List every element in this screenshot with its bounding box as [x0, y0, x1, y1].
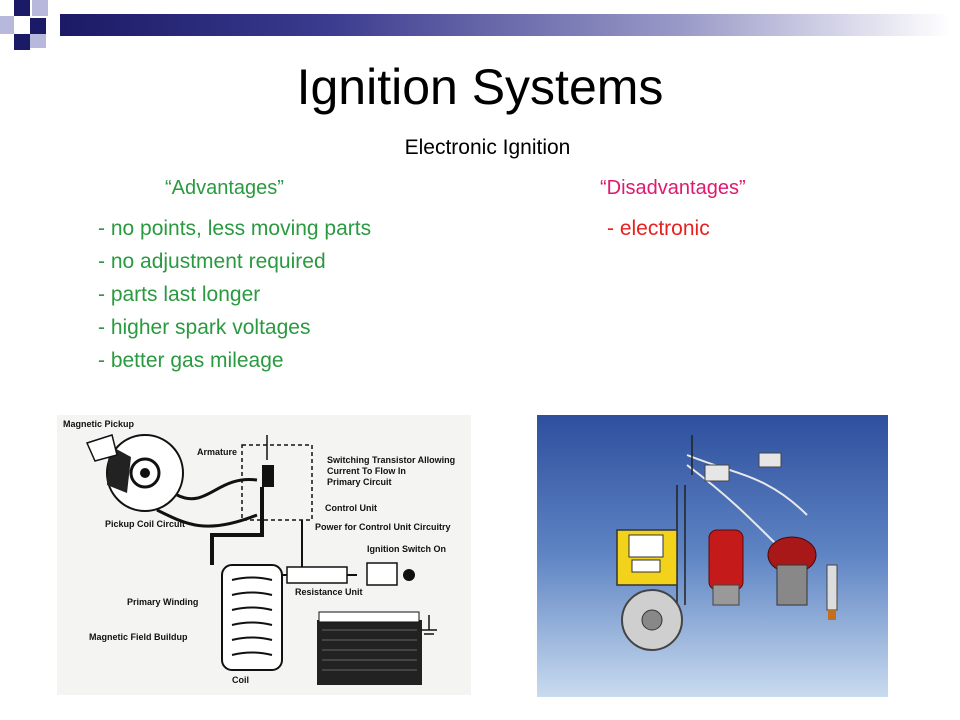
label-resistance-unit: Resistance Unit — [295, 587, 363, 597]
list-item: - parts last longer — [98, 283, 261, 306]
advantages-heading: “Advantages” — [165, 177, 284, 199]
title-bar-gradient — [60, 14, 950, 36]
label-magnetic-pickup: Magnetic Pickup — [63, 419, 135, 429]
list-item: - better gas mileage — [98, 349, 284, 372]
disadvantage-item: - electronic — [607, 217, 710, 240]
label-magnetic-field-buildup: Magnetic Field Buildup — [89, 632, 188, 642]
list-item: - no adjustment required — [98, 250, 326, 273]
label-power-for-control-unit: Power for Control Unit Circuitry — [315, 522, 451, 532]
list-item: - higher spark voltages — [98, 316, 311, 339]
label-ignition-switch-on: Ignition Switch On — [367, 544, 446, 554]
label-switching-transistor-2: Current To Flow In — [327, 466, 406, 476]
circuit-drawing: Magnetic Pickup Armature Switching Trans… — [63, 419, 455, 685]
label-switching-transistor-1: Switching Transistor Allowing — [327, 455, 455, 465]
ignition-components-illustration — [537, 415, 888, 697]
label-control-unit: Control Unit — [325, 503, 377, 513]
slide-title: Ignition Systems — [296, 59, 664, 115]
label-switching-transistor-3: Primary Circuit — [327, 477, 392, 487]
label-pickup-coil-circuit: Pickup Coil Circuit — [105, 519, 185, 529]
slide-subtitle: Electronic Ignition — [404, 136, 571, 159]
disadvantages-heading: “Disadvantages” — [600, 177, 746, 199]
ignition-circuit-diagram: Magnetic Pickup Armature Switching Trans… — [57, 415, 471, 695]
list-item: - no points, less moving parts — [98, 217, 372, 240]
label-coil: Coil — [232, 675, 249, 685]
label-armature: Armature — [197, 447, 237, 457]
components-drawing — [537, 415, 888, 697]
advantages-list: - no points, less moving parts - no adju… — [98, 216, 371, 381]
label-primary-winding: Primary Winding — [127, 597, 198, 607]
